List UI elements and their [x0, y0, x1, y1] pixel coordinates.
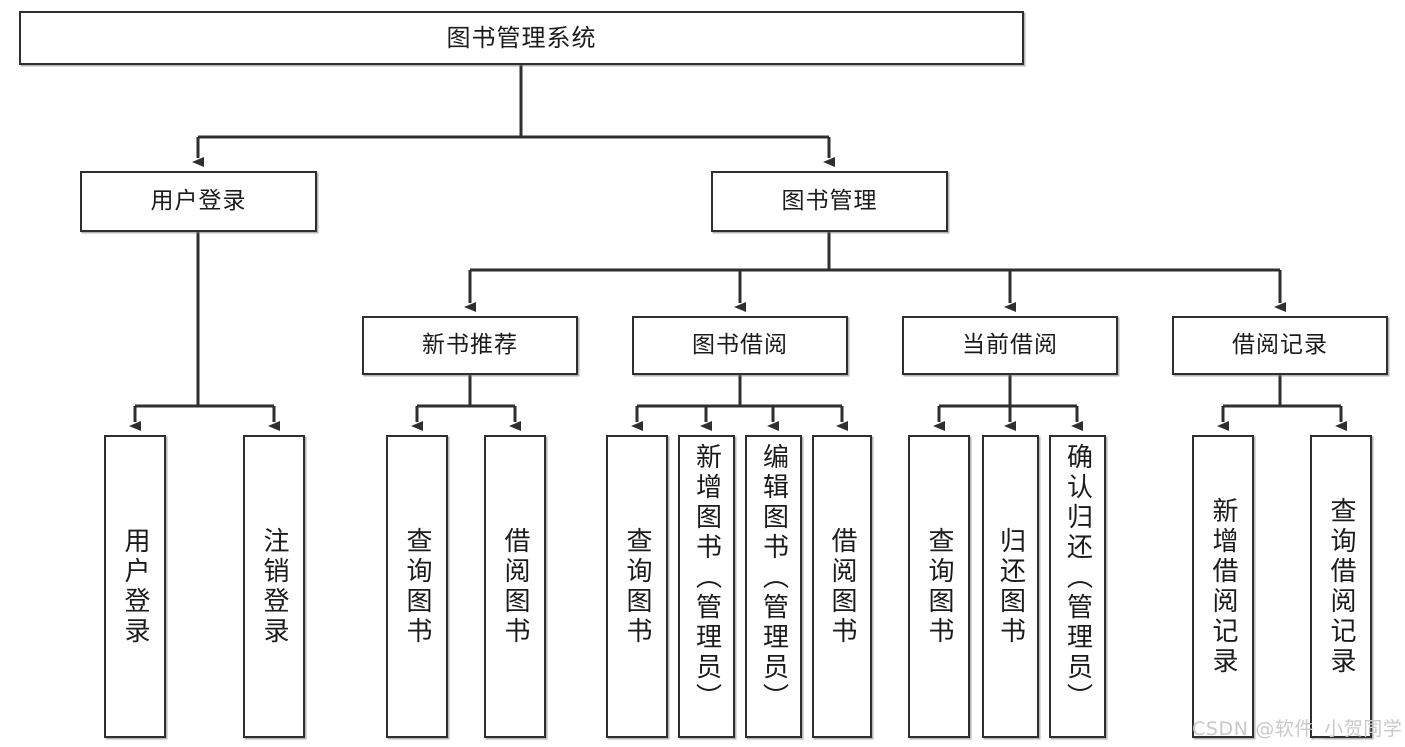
- node-label: 编辑图书（管理员）: [758, 443, 789, 713]
- node-book-manage[interactable]: 图书管理: [711, 171, 948, 232]
- node-leaf-user-login[interactable]: 用户登录: [104, 435, 166, 738]
- csdn-watermark: CSDN @软件_小贺同学: [1192, 718, 1403, 740]
- node-leaf-query-book-2[interactable]: 查询图书: [606, 435, 668, 738]
- node-leaf-user-logout[interactable]: 注销登录: [243, 435, 305, 738]
- node-label: 借阅记录: [1232, 331, 1328, 358]
- node-label: 确认归还（管理员）: [1062, 443, 1093, 713]
- node-label: 查询图书: [924, 526, 954, 647]
- node-label: 图书借阅: [692, 331, 788, 358]
- node-label: 图书管理系统: [446, 23, 597, 52]
- node-label: 新增图书（管理员）: [691, 443, 722, 713]
- node-leaf-query-book-3[interactable]: 查询图书: [908, 435, 970, 738]
- node-leaf-borrow-book-2[interactable]: 借阅图书: [812, 435, 872, 738]
- node-label: 用户登录: [120, 526, 150, 647]
- node-label: 借阅图书: [500, 526, 530, 647]
- node-label: 新增借阅记录: [1208, 496, 1238, 677]
- node-label: 当前借阅: [962, 331, 1058, 358]
- node-borrow-record[interactable]: 借阅记录: [1172, 316, 1388, 375]
- node-label: 查询借阅记录: [1326, 496, 1356, 677]
- node-label: 用户登录: [150, 187, 247, 214]
- node-label: 查询图书: [402, 526, 432, 647]
- node-leaf-query-borrow-record[interactable]: 查询借阅记录: [1310, 435, 1372, 738]
- node-leaf-query-book-1[interactable]: 查询图书: [386, 435, 448, 738]
- node-leaf-borrow-book-1[interactable]: 借阅图书: [484, 435, 546, 738]
- node-label: 归还图书: [995, 526, 1026, 647]
- node-label: 注销登录: [259, 526, 289, 647]
- node-leaf-confirm-return[interactable]: 确认归还（管理员）: [1049, 435, 1106, 738]
- node-user-login[interactable]: 用户登录: [80, 171, 317, 232]
- node-label: 查询图书: [622, 526, 652, 647]
- node-root[interactable]: 图书管理系统: [19, 11, 1024, 65]
- node-current-borrow[interactable]: 当前借阅: [902, 316, 1118, 375]
- node-label: 图书管理: [781, 187, 878, 214]
- node-leaf-edit-book[interactable]: 编辑图书（管理员）: [745, 435, 802, 738]
- node-new-book-rec[interactable]: 新书推荐: [362, 316, 578, 375]
- node-leaf-add-book[interactable]: 新增图书（管理员）: [678, 435, 735, 738]
- node-label: 新书推荐: [422, 331, 518, 358]
- node-leaf-add-borrow-record[interactable]: 新增借阅记录: [1192, 435, 1254, 738]
- node-label: 借阅图书: [827, 526, 857, 647]
- node-leaf-return-book[interactable]: 归还图书: [982, 435, 1039, 738]
- node-book-borrow[interactable]: 图书借阅: [632, 316, 848, 375]
